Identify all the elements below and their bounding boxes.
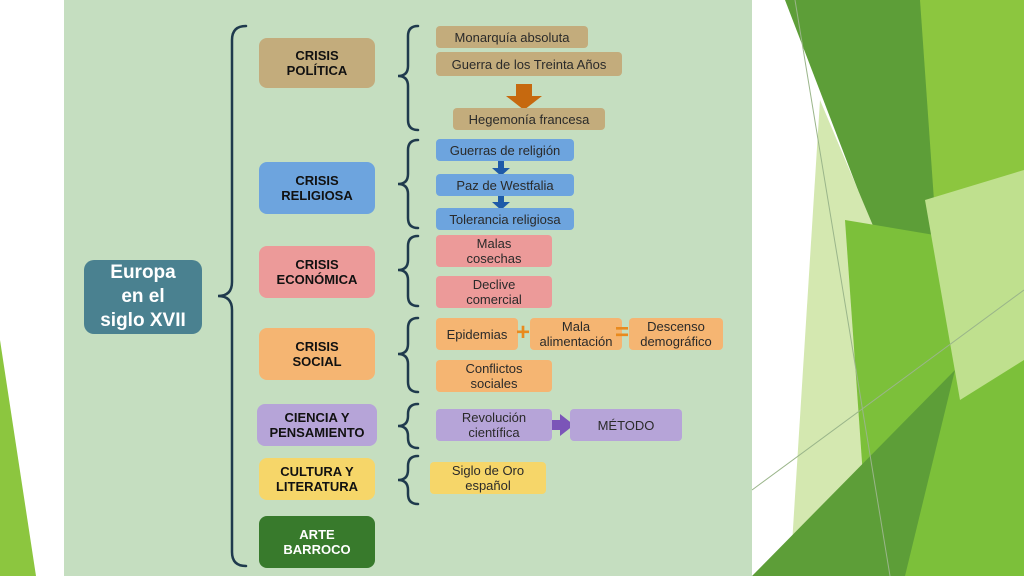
brace-politica bbox=[397, 24, 420, 132]
category-arte-barroco: ARTE BARROCO bbox=[259, 516, 375, 568]
item-conflictos-sociales: Conflictos sociales bbox=[436, 360, 552, 392]
brace-religiosa bbox=[397, 138, 420, 230]
thin-line-2 bbox=[751, 289, 1024, 491]
item-guerras-religion: Guerras de religión bbox=[436, 139, 574, 161]
green-stripe-left bbox=[0, 340, 36, 576]
item-declive-comercial: Declive comercial bbox=[436, 276, 552, 308]
brace-economica bbox=[397, 234, 420, 308]
main-brace bbox=[217, 24, 248, 568]
category-crisis-social: CRISIS SOCIAL bbox=[259, 328, 375, 380]
category-crisis-economica: CRISIS ECONÓMICA bbox=[259, 246, 375, 298]
item-monarquia-absoluta: Monarquía absoluta bbox=[436, 26, 588, 48]
item-mala-alimentacion: Mala alimentación bbox=[530, 318, 622, 350]
green-shape-pale bbox=[925, 170, 1024, 400]
item-hegemonia-francesa: Hegemonía francesa bbox=[453, 108, 605, 130]
connector-layer bbox=[217, 24, 574, 568]
item-siglo-de-oro: Siglo de Oro español bbox=[430, 462, 546, 494]
item-metodo: MÉTODO bbox=[570, 409, 682, 441]
thin-line-1 bbox=[794, 0, 891, 576]
category-crisis-politica: CRISIS POLÍTICA bbox=[259, 38, 375, 88]
arrow-down-orange bbox=[506, 84, 542, 110]
equals-operator: = bbox=[615, 319, 630, 346]
category-cultura-literatura: CULTURA Y LITERATURA bbox=[259, 458, 375, 500]
item-paz-westfalia: Paz de Westfalia bbox=[436, 174, 574, 196]
item-epidemias: Epidemias bbox=[436, 318, 518, 350]
category-crisis-religiosa: CRISIS RELIGIOSA bbox=[259, 162, 375, 214]
green-shape-dark-lower bbox=[752, 370, 955, 576]
brace-ciencia bbox=[397, 402, 420, 450]
item-malas-cosechas: Malas cosechas bbox=[436, 235, 552, 267]
concept-map: Europa en el siglo XVII CRISIS POLÍTICA … bbox=[64, 0, 752, 576]
arrow-down-blue-2 bbox=[492, 194, 510, 210]
arrow-down-blue-1 bbox=[492, 160, 510, 176]
item-guerra-treinta-anos: Guerra de los Treinta Años bbox=[436, 52, 622, 76]
category-ciencia-pensamiento: CIENCIA Y PENSAMIENTO bbox=[257, 404, 377, 446]
plus-operator: + bbox=[516, 319, 531, 346]
item-tolerancia-religiosa: Tolerancia religiosa bbox=[436, 208, 574, 230]
item-descenso-demografico: Descenso demográfico bbox=[629, 318, 723, 350]
item-revolucion-cientifica: Revolución científica bbox=[436, 409, 552, 441]
brace-social bbox=[397, 316, 420, 394]
brace-cultura bbox=[397, 454, 420, 506]
arrow-right-purple bbox=[546, 414, 574, 436]
main-topic: Europa en el siglo XVII bbox=[84, 260, 202, 334]
